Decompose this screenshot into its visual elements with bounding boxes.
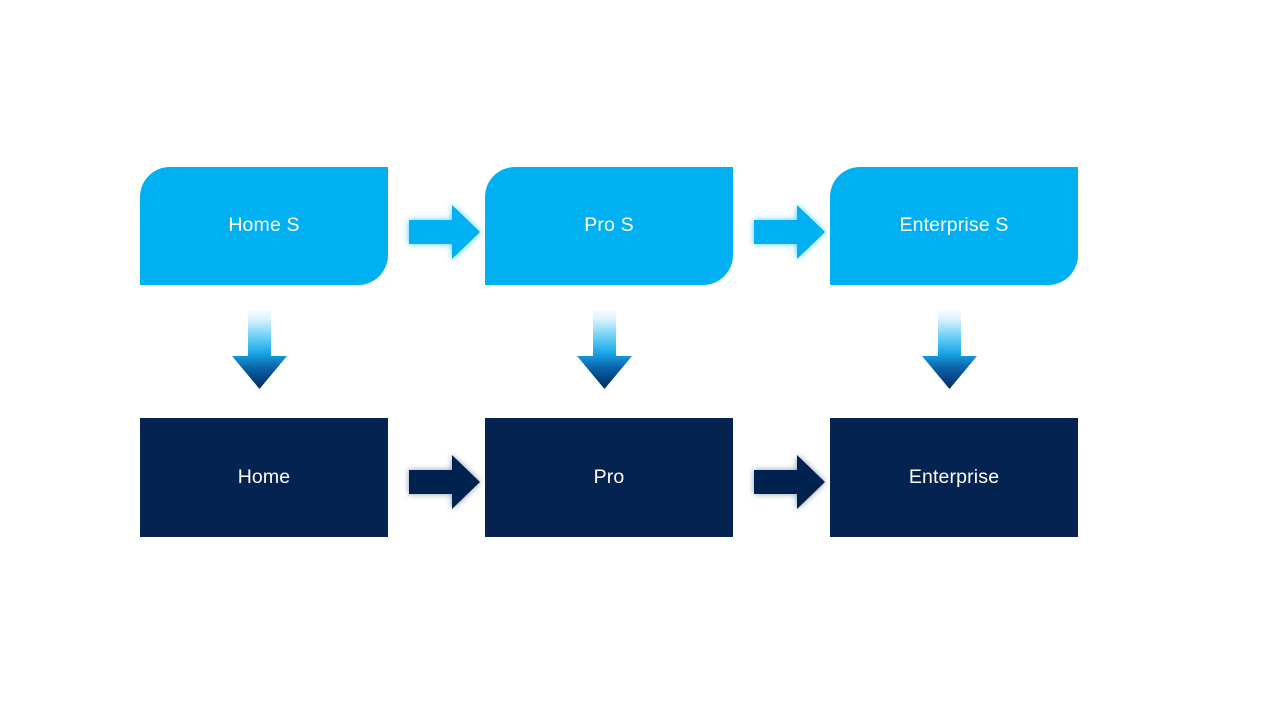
node-enterprise-s[interactable]: Enterprise S — [830, 167, 1078, 285]
arrow-home-s-to-home — [231, 308, 288, 390]
node-home-s-label: Home S — [228, 214, 300, 237]
arrow-enterprise-s-to-enterprise — [921, 308, 978, 390]
node-pro-s[interactable]: Pro S — [485, 167, 733, 285]
node-home-s[interactable]: Home S — [140, 167, 388, 285]
node-pro-label: Pro — [593, 465, 625, 488]
node-pro[interactable]: Pro — [485, 418, 733, 537]
node-home-label: Home — [237, 465, 291, 488]
arrow-home-to-pro — [409, 453, 481, 511]
node-enterprise[interactable]: Enterprise — [830, 418, 1078, 537]
right-arrow-icon — [754, 205, 825, 259]
node-pro-s-label: Pro S — [584, 214, 634, 237]
node-enterprise-label: Enterprise — [908, 465, 1000, 488]
right-arrow-icon — [754, 455, 825, 509]
right-arrow-icon — [409, 455, 480, 509]
down-arrow-icon — [232, 308, 287, 389]
node-enterprise-s-label: Enterprise S — [899, 214, 1009, 237]
arrow-pro-s-to-enterprise-s — [754, 203, 826, 261]
node-home[interactable]: Home — [140, 418, 388, 537]
down-arrow-icon — [922, 308, 977, 389]
arrow-pro-s-to-pro — [576, 308, 633, 390]
down-arrow-icon — [577, 308, 632, 389]
arrow-pro-to-enterprise — [754, 453, 826, 511]
right-arrow-icon — [409, 205, 480, 259]
arrow-home-s-to-pro-s — [409, 203, 481, 261]
